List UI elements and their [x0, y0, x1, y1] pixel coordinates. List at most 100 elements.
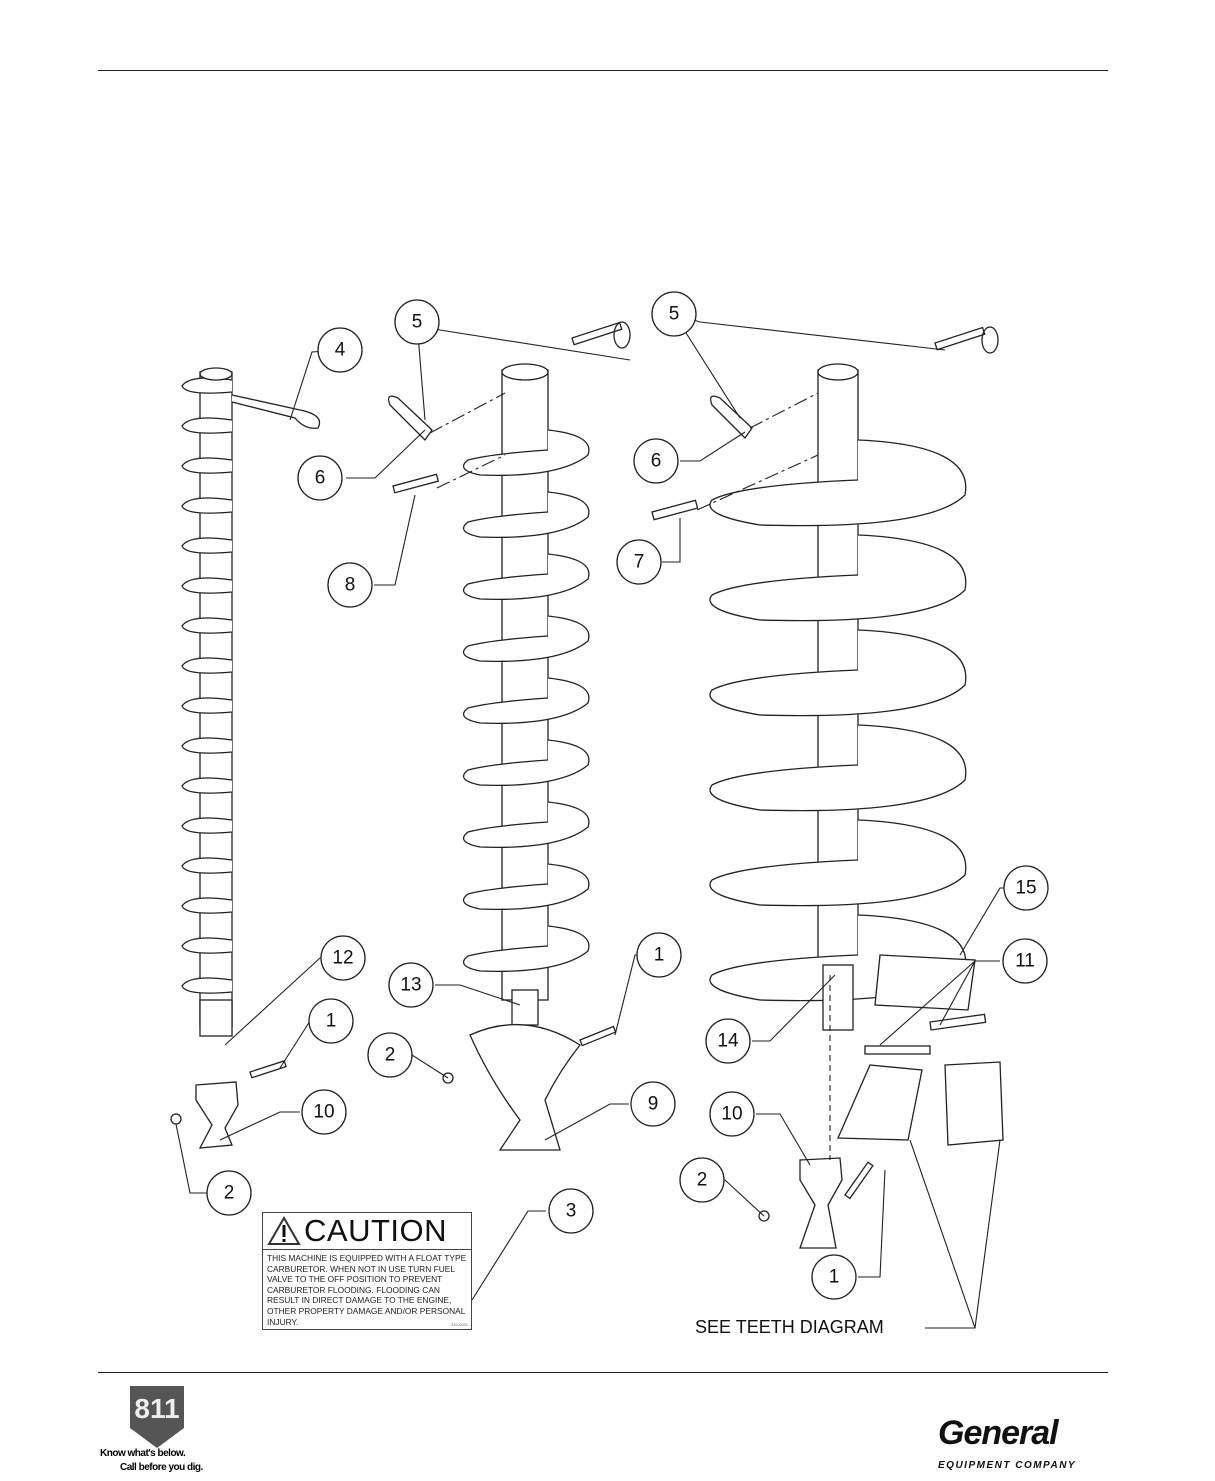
auger-small-flight: [181, 457, 233, 474]
part-5-ring-middle: [613, 321, 631, 349]
callout-circle: [317, 327, 363, 373]
auger-small-flight: [181, 817, 233, 834]
callout-circle: [297, 455, 343, 501]
auger-medium-flight: [462, 863, 590, 910]
auger-medium-flight: [462, 553, 590, 600]
callout-number: 11: [1015, 951, 1035, 972]
callout-10: 10: [709, 1091, 755, 1137]
callout-number: 13: [400, 975, 421, 996]
callout-circle: [705, 1018, 751, 1064]
auger-medium-flight: [462, 429, 590, 476]
callout-circle: [811, 1254, 857, 1300]
part-14-pilot-bit: [822, 964, 854, 1031]
811-tagline-1: Know what's below.: [100, 1448, 186, 1459]
callout-circle: [630, 1081, 676, 1127]
auger-small-flight: [181, 857, 233, 874]
callout-14: 14: [705, 1018, 751, 1064]
callout-number: 6: [315, 468, 326, 489]
header-rule: [98, 70, 1108, 71]
callout-number: 10: [721, 1104, 742, 1125]
callout-1: 1: [636, 932, 682, 978]
callout-circle: [388, 962, 434, 1008]
auger-small-flight: [181, 937, 233, 954]
callout-number: 1: [829, 1267, 840, 1288]
callout-circle: [301, 1089, 347, 1135]
general-logo-name: General: [938, 1414, 1059, 1452]
callout-number: 4: [335, 340, 346, 361]
part-6-clip-middle: [387, 395, 433, 442]
auger-small-flight: [181, 497, 233, 514]
callout-4: 4: [317, 327, 363, 373]
callout-1: 1: [811, 1254, 857, 1300]
auger-medium-flight: [462, 491, 590, 538]
callout-circle: [616, 539, 662, 585]
callout-circle: [636, 932, 682, 978]
callout-9: 9: [630, 1081, 676, 1127]
auger-small-flight: [181, 697, 233, 714]
part-1-bolt-right: [844, 1161, 874, 1200]
callout-7: 7: [616, 539, 662, 585]
caution-text: THIS MACHINE IS EQUIPPED WITH A FLOAT TY…: [267, 1253, 467, 1327]
callout-circle: [709, 1091, 755, 1137]
part-5-pin-middle: [571, 321, 623, 346]
auger-small-flight: [181, 577, 233, 594]
footer-rule: [98, 1372, 1108, 1373]
callout-number: 8: [345, 575, 356, 596]
callout-circle: [394, 299, 440, 345]
decal-part-code: 310-0031: [451, 1322, 468, 1327]
tooth-b: [944, 1061, 1004, 1146]
auger-small-flight: [181, 417, 233, 434]
auger-large-flight: [709, 724, 967, 812]
callout-13: 13: [388, 962, 434, 1008]
callout-circle: [206, 1170, 252, 1216]
auger-small-flight: [181, 777, 233, 794]
auger-small-flight: [181, 897, 233, 914]
callout-circle: [1002, 938, 1048, 984]
auger-small-hex-end: [199, 367, 233, 381]
callout-number: 14: [717, 1031, 739, 1052]
callout-5: 5: [394, 299, 440, 345]
auger-large-hex-end: [817, 363, 859, 381]
callout-circle: [308, 998, 354, 1044]
callout-number: 2: [224, 1183, 235, 1204]
part-11-pin-a: [929, 1013, 987, 1031]
callout-11: 11: [1002, 938, 1048, 984]
callout-circle: [367, 1032, 413, 1078]
part-5-ring-right: [981, 326, 999, 354]
callout-number: 2: [385, 1045, 396, 1066]
auger-large-flight: [709, 629, 967, 717]
auger-small-flight: [181, 657, 233, 674]
callout-number: 2: [697, 1170, 708, 1191]
callout-circle: [633, 438, 679, 484]
part-13-adapter: [511, 989, 539, 1026]
part-6-clip-right: [709, 395, 753, 440]
part-1-bolt-left: [249, 1060, 287, 1079]
callout-6: 6: [633, 438, 679, 484]
callout-number: 1: [326, 1011, 337, 1032]
callout-circle: [327, 562, 373, 608]
callout-number: 12: [332, 948, 353, 969]
callout-number: 7: [634, 552, 645, 573]
callout-number: 5: [669, 304, 680, 325]
callout-circle: [320, 935, 366, 981]
part-10-point-left: [195, 1081, 239, 1149]
warning-triangle-icon: [267, 1216, 301, 1245]
part-15-tooth-holder: [874, 954, 976, 1011]
callout-number: 3: [566, 1201, 577, 1222]
callout-number: 15: [1015, 878, 1036, 899]
callout-8: 8: [327, 562, 373, 608]
callout-3: 3: [548, 1188, 594, 1234]
auger-large-flight: [709, 439, 967, 527]
auger-small-flight: [181, 737, 233, 754]
see-teeth-diagram-note: SEE TEETH DIAGRAM: [695, 1317, 884, 1337]
callout-circle: [679, 1157, 725, 1203]
part-1-bolt-middle: [579, 1025, 617, 1047]
caution-header: CAUTION: [263, 1213, 471, 1250]
auger-medium-flight: [462, 677, 590, 724]
callout-number: 5: [412, 312, 423, 333]
auger-small-flight: [181, 377, 233, 394]
auger-small-flight: [181, 537, 233, 554]
auger-small-flight: [181, 617, 233, 634]
